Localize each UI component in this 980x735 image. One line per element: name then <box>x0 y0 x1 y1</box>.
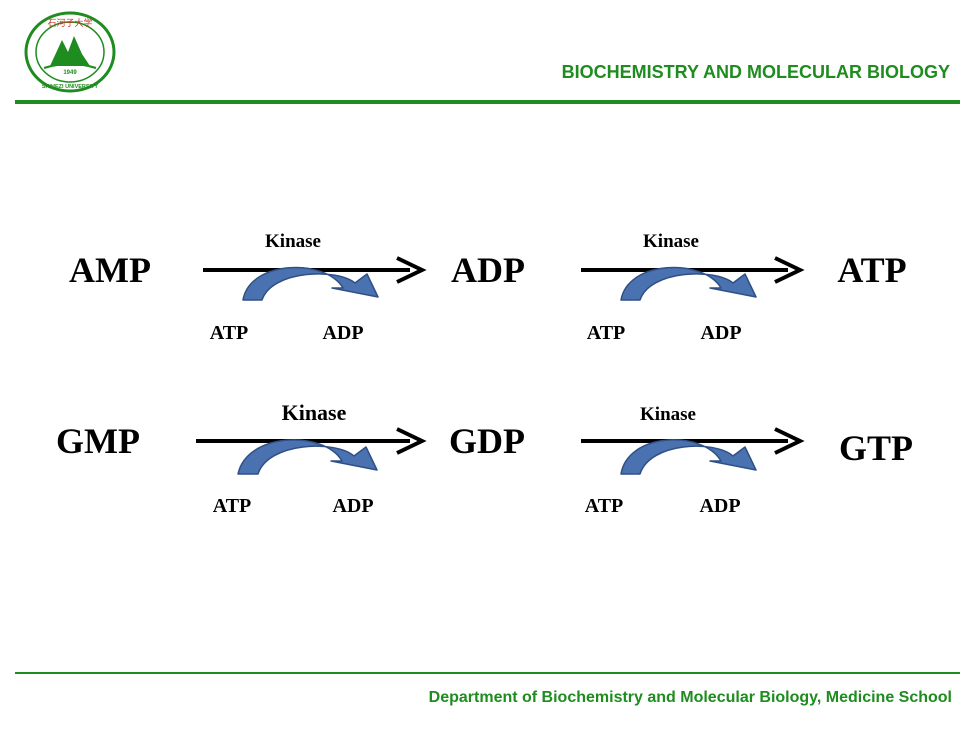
cofactor-curved-arrow <box>620 439 757 475</box>
cofactor-curved-arrow <box>620 266 757 301</box>
cofactor-in-label: ATP <box>585 495 624 517</box>
logo-text-bottom: SHIHEZI UNIVERSITY <box>42 84 99 90</box>
cofactor-out-label: ADP <box>700 322 741 344</box>
logo-year: 1949 <box>63 70 77 76</box>
enzyme-label: Kinase <box>643 231 699 252</box>
substrate-label: AMP <box>69 250 151 290</box>
header-title: BIOCHEMISTRY AND MOLECULAR BIOLOGY <box>561 62 950 82</box>
product-label: GTP <box>839 428 913 468</box>
cofactor-curved-arrow <box>237 439 378 475</box>
cofactor-in-label: ATP <box>213 495 252 517</box>
intermediate-label: ADP <box>451 250 525 290</box>
enzyme-label: Kinase <box>265 231 321 252</box>
logo-text-top: 石河子大学 <box>47 17 92 29</box>
footer-text: Department of Biochemistry and Molecular… <box>428 689 952 706</box>
intermediate-label: GDP <box>449 421 525 461</box>
footer-divider <box>15 672 960 674</box>
cofactor-out-label: ADP <box>322 322 363 344</box>
cofactor-in-label: ATP <box>587 322 626 344</box>
cofactor-curved-arrow <box>242 266 379 301</box>
cofactor-out-label: ADP <box>699 495 740 517</box>
reaction-gmp-to-gdp: GMP Kinase ATP ADP <box>56 400 427 517</box>
reaction-gdp-to-gtp: GDP Kinase ATP ADP GTP <box>449 404 913 517</box>
cofactor-in-label: ATP <box>210 322 249 344</box>
enzyme-label: Kinase <box>640 404 696 425</box>
reaction-amp-to-adp: AMP Kinase ATP ADP <box>69 231 427 344</box>
university-logo: 1949 石河子大学 SHIHEZI UNIVERSITY <box>24 11 116 93</box>
cofactor-out-label: ADP <box>332 495 373 517</box>
reaction-adp-to-atp: ADP Kinase ATP ADP ATP <box>451 231 907 344</box>
substrate-label: GMP <box>56 421 140 461</box>
product-label: ATP <box>837 250 906 290</box>
header-divider <box>15 100 960 104</box>
enzyme-label: Kinase <box>282 400 347 425</box>
